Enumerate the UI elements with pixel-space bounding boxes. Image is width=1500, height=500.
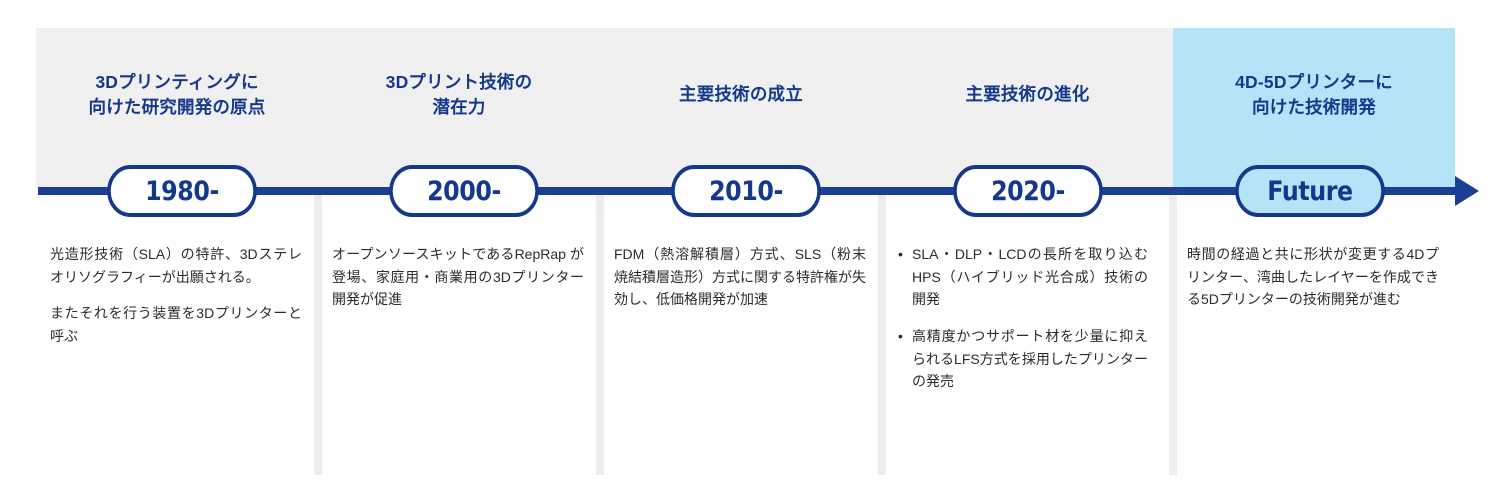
year-pill-potential[interactable]: 2000- [389, 165, 539, 217]
bullet-item: • SLA・DLP・LCDの長所を取り込むHPS（ハイブリッド光合成）技術の開発 [896, 243, 1148, 311]
column-divider [314, 195, 322, 475]
column-divider [1169, 195, 1177, 475]
column-panel-future [1173, 28, 1455, 188]
timeline-column-evolution: 主要技術の進化 • SLA・DLP・LCDの長所を取り込むHPS（ハイブリッド光合成… [878, 28, 1173, 475]
body-paragraph: またそれを行う装置を3Dプリンターと呼ぶ [50, 305, 302, 345]
column-body-origin: 光造形技術（SLA）の特許、3Dステレオリソグラフィーが出願される。またそれを行… [50, 243, 302, 348]
bullet-dot-icon: • [898, 328, 903, 345]
column-panel-evolution [882, 28, 1173, 188]
bullet-text: 高精度かつサポート材を少量に抑えられるLFS方式を採用したプリンターの発売 [912, 328, 1148, 390]
year-pill-establishment[interactable]: 2010- [671, 165, 821, 217]
column-panel-potential [318, 28, 600, 188]
arrow-right-icon [1455, 176, 1479, 206]
year-pill-future[interactable]: Future [1235, 165, 1385, 217]
column-heading-future: 4D-5Dプリンターに 向けた技術開発 [1235, 71, 1393, 117]
timeline-column-potential: 3Dプリント技術の 潜在力オープンソースキットであるRepRap が登場、家庭用… [314, 28, 600, 475]
body-paragraph: 光造形技術（SLA）の特許、3Dステレオリソグラフィーが出願される。 [50, 246, 302, 285]
column-heading-potential: 3Dプリント技術の 潜在力 [385, 71, 533, 117]
column-panel-establishment [600, 28, 882, 188]
bullet-text: SLA・DLP・LCDの長所を取り込むHPS（ハイブリッド光合成）技術の開発 [912, 246, 1148, 308]
bullet-dot-icon: • [898, 246, 903, 262]
body-paragraph: FDM（熱溶解積層）方式、SLS（粉末焼結積層造形）方式に関する特許権が失効し、… [614, 246, 866, 308]
body-paragraph: オープンソースキットであるRepRap が登場、家庭用・商業用の3Dプリンター開… [332, 246, 584, 308]
column-body-establishment: FDM（熱溶解積層）方式、SLS（粉末焼結積層造形）方式に関する特許権が失効し、… [614, 243, 866, 311]
column-panel-origin [36, 28, 318, 188]
timeline-column-future: 4D-5Dプリンターに 向けた技術開発時間の経過と共に形状が変更する4Dプリンタ… [1169, 28, 1455, 475]
column-body-future: 時間の経過と共に形状が変更する4Dプリンター、湾曲したレイヤーを作成できる5Dプ… [1187, 243, 1439, 311]
timeline-column-establishment: 主要技術の成立 FDM（熱溶解積層）方式、SLS（粉末焼結積層造形）方式に関する特… [596, 28, 882, 475]
column-body-evolution: •SLA・DLP・LCDの長所を取り込むHPS（ハイブリッド光合成）技術の開発•… [896, 243, 1148, 393]
column-body-potential: オープンソースキットであるRepRap が登場、家庭用・商業用の3Dプリンター開… [332, 243, 584, 311]
bullet-item: • 高精度かつサポート材を少量に抑えられるLFS方式を採用したプリンターの発売 [896, 325, 1148, 393]
column-divider [596, 195, 604, 475]
year-pill-evolution[interactable]: 2020- [953, 165, 1103, 217]
column-heading-evolution: 主要技術の進化 [965, 84, 1090, 105]
column-heading-origin: 3Dプリンティングに 向けた研究開発の原点 [88, 71, 266, 117]
body-paragraph: 時間の経過と共に形状が変更する4Dプリンター、湾曲したレイヤーを作成できる5Dプ… [1187, 246, 1439, 308]
year-pill-origin[interactable]: 1980- [107, 165, 257, 217]
timeline-column-origin: 3Dプリンティングに 向けた研究開発の原点光造形技術（SLA）の特許、3Dステレ… [36, 28, 318, 475]
column-heading-establishment: 主要技術の成立 [679, 84, 803, 105]
column-divider [878, 195, 886, 475]
